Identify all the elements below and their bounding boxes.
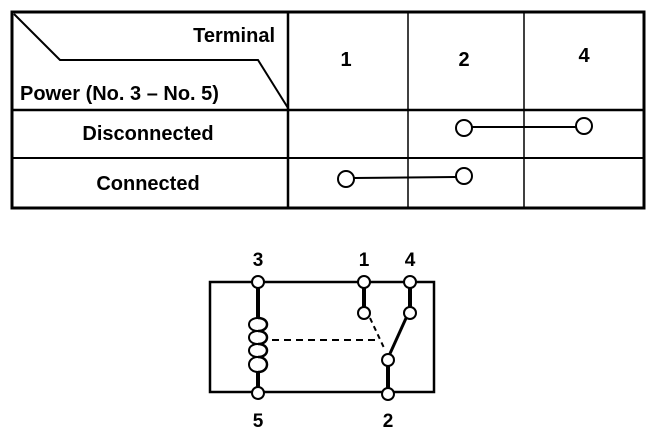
terminal-4-node [575, 117, 593, 135]
contact-4-node [403, 306, 417, 320]
coil-icon [257, 316, 269, 374]
relay-housing [208, 280, 436, 394]
terminal-3-label: 3 [253, 250, 264, 271]
terminal-4-header: 4 [578, 45, 590, 67]
terminal-2-node [455, 167, 473, 185]
terminal-1-node [337, 170, 355, 188]
switch-arm [386, 315, 409, 359]
terminal-2-node [381, 387, 395, 401]
schematic-nodes [251, 275, 417, 401]
terminal-1-label: 1 [359, 250, 370, 271]
terminal-2-label: 2 [383, 411, 394, 432]
terminal-table [10, 10, 646, 210]
terminal-2-node [455, 119, 473, 137]
terminal-3-node [251, 275, 265, 289]
terminal-header: Terminal [193, 25, 275, 47]
corner-diagonal [13, 13, 289, 109]
continuity-connected [337, 167, 473, 188]
row-label-connected: Connected [96, 173, 199, 195]
terminal-1-header: 1 [340, 49, 351, 71]
terminal-4-node [403, 275, 417, 289]
power-header: Power (No. 3 – No. 5) [20, 83, 219, 105]
terminal-5-label: 5 [253, 411, 264, 432]
contact-1-node [357, 306, 371, 320]
terminal-2-header: 2 [458, 49, 469, 71]
continuity-disconnected [455, 117, 593, 137]
terminal-4-label: 4 [405, 250, 416, 271]
terminal-5-node [251, 386, 265, 400]
relay-schematic [208, 280, 436, 394]
common-contact-node [381, 353, 395, 367]
terminal-1-node [357, 275, 371, 289]
row-label-disconnected: Disconnected [82, 123, 213, 145]
